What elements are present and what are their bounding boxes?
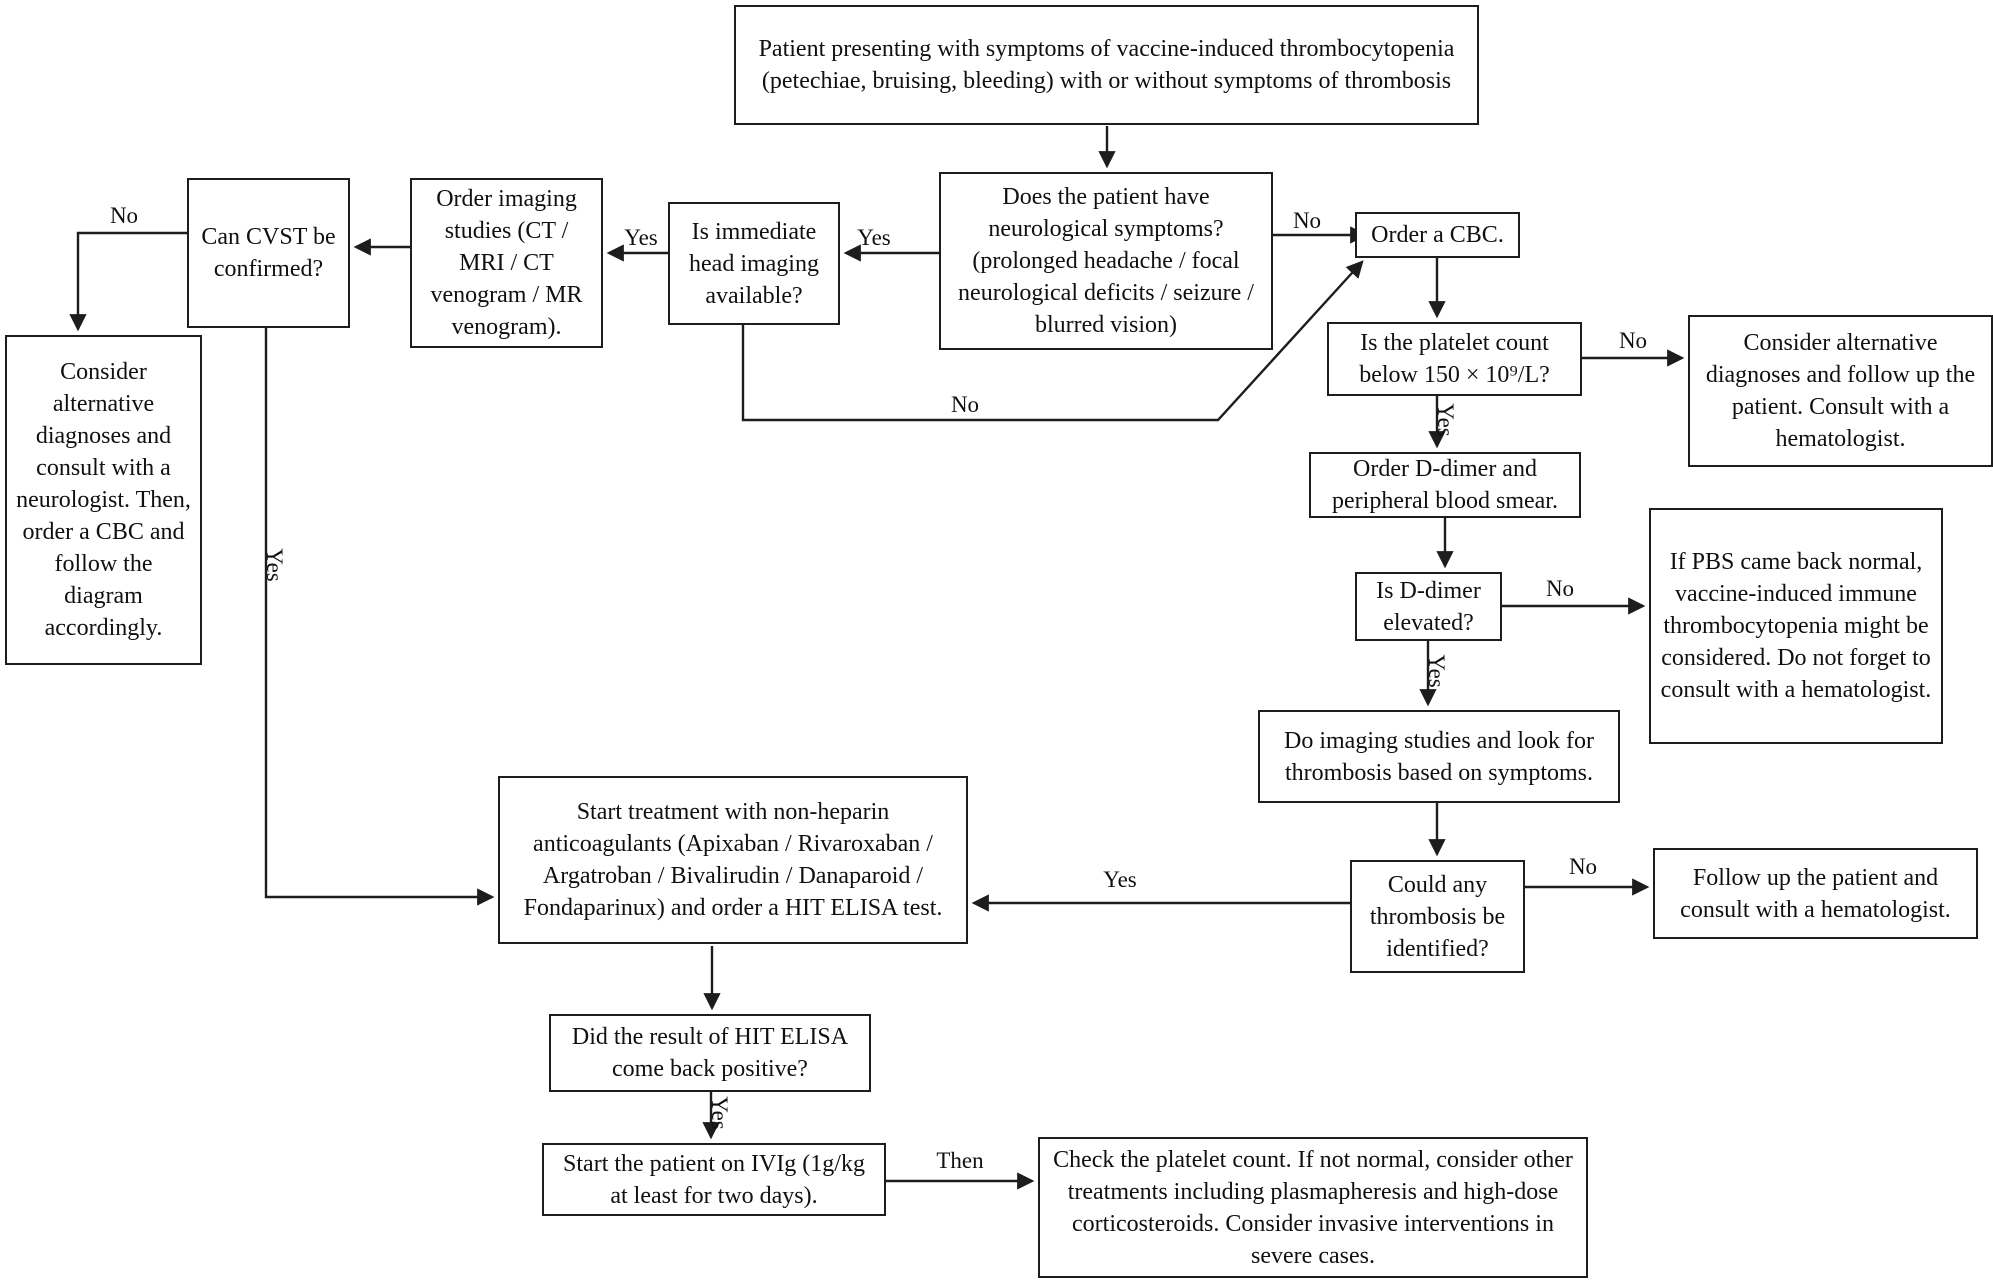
- edge-label-hit-elisa-yes: Yes: [707, 1096, 732, 1130]
- node-text: If PBS came back normal, vaccine-induced…: [1660, 549, 1932, 703]
- node-order-ddimer-pbs: Order D-dimer and peripheral blood smear…: [1309, 452, 1581, 518]
- node-text: Is immediate head imaging available?: [689, 218, 819, 309]
- node-text: Is the platelet count below 150 × 10⁹/L?: [1359, 330, 1550, 388]
- edge-label-thrombosis-no: No: [1568, 854, 1598, 879]
- node-thrombosis-identified-question: Could any thrombosis be identified?: [1350, 860, 1525, 973]
- node-text: Order a CBC.: [1371, 222, 1504, 248]
- edge-label-head-imaging-yes: Yes: [624, 225, 658, 250]
- node-text: Consider alternative diagnoses and consu…: [16, 359, 191, 641]
- arrow-cvst-yes-to-treatment: [264, 328, 495, 906]
- node-text: Do imaging studies and look for thrombos…: [1284, 727, 1594, 786]
- node-text: Follow up the patient and consult with a…: [1680, 864, 1951, 923]
- node-text: Consider alternative diagnoses and follo…: [1705, 330, 1976, 452]
- node-platelet-count-question: Is the platelet count below 150 × 10⁹/L?: [1327, 322, 1582, 396]
- edge-label-neuro-yes: Yes: [857, 225, 891, 250]
- edge-label-platelet-no: No: [1618, 328, 1648, 353]
- node-check-platelet-treatments: Check the platelet count. If not normal,…: [1038, 1137, 1588, 1278]
- node-followup-hematologist: Follow up the patient and consult with a…: [1653, 848, 1978, 939]
- edge-label-head-imaging-no: No: [950, 392, 980, 417]
- node-text: Does the patient have neurological sympt…: [958, 184, 1254, 338]
- node-text: Start the patient on IVIg (1g/kg at leas…: [563, 1150, 865, 1209]
- node-neurological-symptoms-question: Does the patient have neurological sympt…: [939, 172, 1273, 350]
- node-text: Did the result of HIT ELISA come back po…: [571, 1024, 849, 1082]
- node-ddimer-elevated-question: Is D-dimer elevated?: [1355, 572, 1502, 641]
- node-text: Order D-dimer and peripheral blood smear…: [1332, 456, 1558, 514]
- arrow-head-imaging-no-to-cbc: [741, 260, 1364, 422]
- edge-label-platelet-yes: Yes: [1433, 403, 1458, 437]
- node-text: Order imaging studies (CT / MRI / CT ven…: [430, 186, 583, 340]
- edge-label-cvst-yes: Yes: [262, 548, 287, 582]
- node-order-imaging-studies: Order imaging studies (CT / MRI / CT ven…: [410, 178, 603, 348]
- edge-label-neuro-no: No: [1292, 208, 1322, 233]
- edge-label-thrombosis-yes: Yes: [1103, 867, 1137, 892]
- node-consult-hematologist-alternative: Consider alternative diagnoses and follo…: [1688, 315, 1993, 467]
- edge-label-ivig-then: Then: [936, 1148, 984, 1173]
- node-hit-elisa-question: Did the result of HIT ELISA come back po…: [549, 1014, 871, 1092]
- node-text: Check the platelet count. If not normal,…: [1053, 1146, 1573, 1269]
- node-text: Can CVST be confirmed?: [201, 224, 336, 282]
- node-patient-presenting: Patient presenting with symptoms of vacc…: [734, 5, 1479, 125]
- node-order-cbc: Order a CBC.: [1355, 212, 1520, 258]
- node-pbs-normal-note: If PBS came back normal, vaccine-induced…: [1649, 508, 1943, 744]
- node-text: Is D-dimer elevated?: [1376, 577, 1481, 636]
- node-text: Patient presenting with symptoms of vacc…: [758, 36, 1455, 94]
- node-cvst-confirmed-question: Can CVST be confirmed?: [187, 178, 350, 328]
- node-text: Start treatment with non-heparin anticoa…: [523, 799, 943, 921]
- node-start-ivig: Start the patient on IVIg (1g/kg at leas…: [542, 1143, 886, 1216]
- node-text: Could any thrombosis be identified?: [1369, 871, 1506, 962]
- arrow-cvst-no-to-neurologist: [69, 231, 187, 332]
- edge-label-cvst-no: No: [109, 203, 139, 228]
- edge-label-ddimer-no: No: [1545, 576, 1575, 601]
- edge-label-ddimer-yes: Yes: [1424, 654, 1449, 688]
- node-imaging-for-thrombosis: Do imaging studies and look for thrombos…: [1258, 710, 1620, 803]
- node-head-imaging-question: Is immediate head imaging available?: [668, 202, 840, 325]
- node-start-non-heparin-treatment: Start treatment with non-heparin anticoa…: [498, 776, 968, 944]
- node-consult-neurologist: Consider alternative diagnoses and consu…: [5, 335, 202, 665]
